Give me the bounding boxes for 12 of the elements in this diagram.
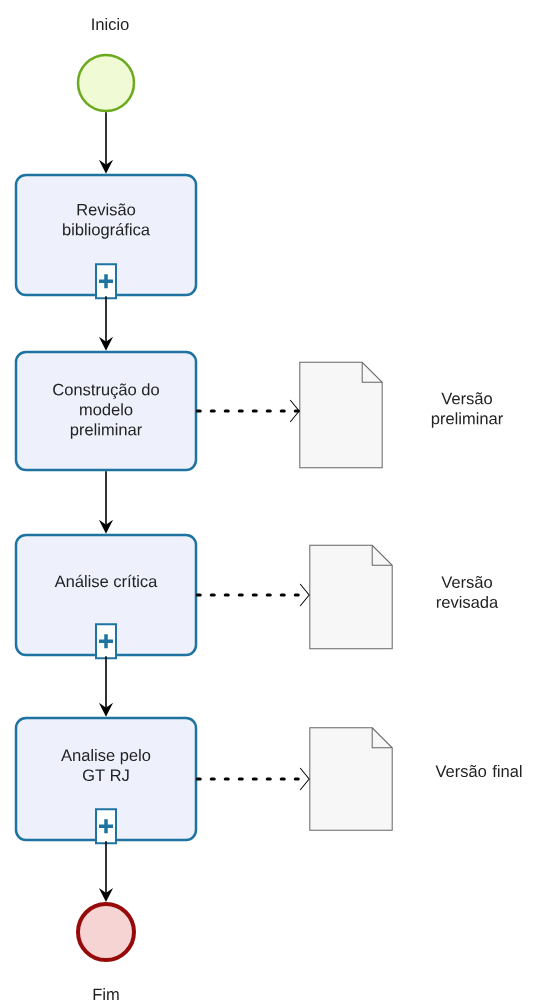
document-label: Versão preliminar xyxy=(431,392,503,428)
event-label: Inicio xyxy=(92,17,129,31)
document-label: Versão final xyxy=(435,764,522,778)
task-box: Revisão bibliográfica xyxy=(14,173,198,300)
task-box: Analise pelo GT RJ xyxy=(14,716,198,845)
association-arrow xyxy=(195,583,311,607)
task-box: Análise crítica xyxy=(14,533,198,660)
association-arrow xyxy=(195,767,311,791)
association-arrow xyxy=(195,399,301,423)
document-label: Versão revisada xyxy=(436,576,499,608)
event-label: Fim xyxy=(93,988,119,1000)
task-box: Construção do modelo preliminar xyxy=(14,350,198,472)
